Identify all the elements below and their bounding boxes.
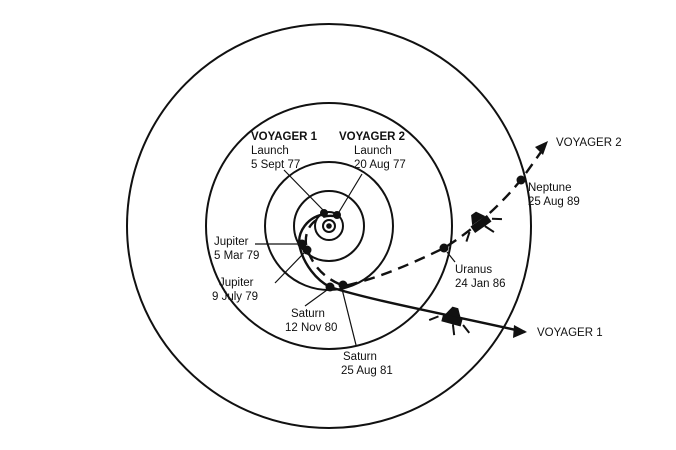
leader-lines xyxy=(255,169,456,346)
voyager1-launch-label: Launch xyxy=(251,145,289,157)
leader-launch-v2 xyxy=(338,173,363,213)
jupiter-v1-date: 5 Mar 79 xyxy=(214,250,259,262)
jupiter-v2-date: 9 July 79 xyxy=(212,291,258,303)
jupiter-v2-label: Jupiter xyxy=(219,277,254,289)
neptune-dot xyxy=(516,175,526,185)
saturn-v2-dot xyxy=(338,280,348,290)
orbit-neptune xyxy=(126,23,532,429)
voyager1-arrowhead xyxy=(513,325,527,338)
orbits xyxy=(126,23,532,429)
labels: VOYAGER 1 Launch 5 Sept 77 VOYAGER 2 Lau… xyxy=(212,131,622,377)
voyager2-exit-label: VOYAGER 2 xyxy=(556,137,622,149)
voyager1-exit-label: VOYAGER 1 xyxy=(537,327,603,339)
sun-core xyxy=(326,223,332,229)
leader-saturn-v2 xyxy=(341,288,357,346)
neptune-date: 25 Aug 89 xyxy=(528,196,580,208)
saturn-v1-date: 12 Nov 80 xyxy=(285,322,337,334)
leader-uranus xyxy=(446,251,456,263)
voyager2-launch-date: 20 Aug 77 xyxy=(354,159,406,171)
jupiter-v1-dot xyxy=(297,239,307,249)
launch-v2-dot xyxy=(333,211,341,219)
spacecraft-v1-icon xyxy=(428,306,471,336)
voyager1-launch-date: 5 Sept 77 xyxy=(251,159,300,171)
orbit-jupiter xyxy=(293,190,365,262)
orbit-earth xyxy=(314,211,344,241)
voyager2-launch-label: Launch xyxy=(354,145,392,157)
jupiter-v2-dot xyxy=(302,245,312,255)
voyager2-arrowhead xyxy=(535,141,548,155)
leader-jupiter-v2 xyxy=(274,252,305,284)
saturn-v2-date: 25 Aug 81 xyxy=(341,365,393,377)
voyager2-heading: VOYAGER 2 xyxy=(339,131,405,143)
saturn-v1-dot xyxy=(325,282,335,292)
encounter-points xyxy=(297,175,526,292)
launch-v1-dot xyxy=(320,209,328,217)
spacecraft-v2-icon xyxy=(465,211,503,242)
neptune-label: Neptune xyxy=(528,182,571,194)
leader-saturn-v1 xyxy=(304,289,328,307)
uranus-label: Uranus xyxy=(455,264,492,276)
uranus-dot xyxy=(439,243,449,253)
voyager2-trajectory xyxy=(304,144,547,288)
voyager1-heading: VOYAGER 1 xyxy=(251,131,318,143)
leader-launch-v1 xyxy=(283,169,324,211)
saturn-v2-label: Saturn xyxy=(343,351,377,363)
jupiter-v1-label: Jupiter xyxy=(214,236,249,248)
orbit-uranus xyxy=(205,102,453,350)
uranus-date: 24 Jan 86 xyxy=(455,278,506,290)
saturn-v1-label: Saturn xyxy=(291,308,325,320)
